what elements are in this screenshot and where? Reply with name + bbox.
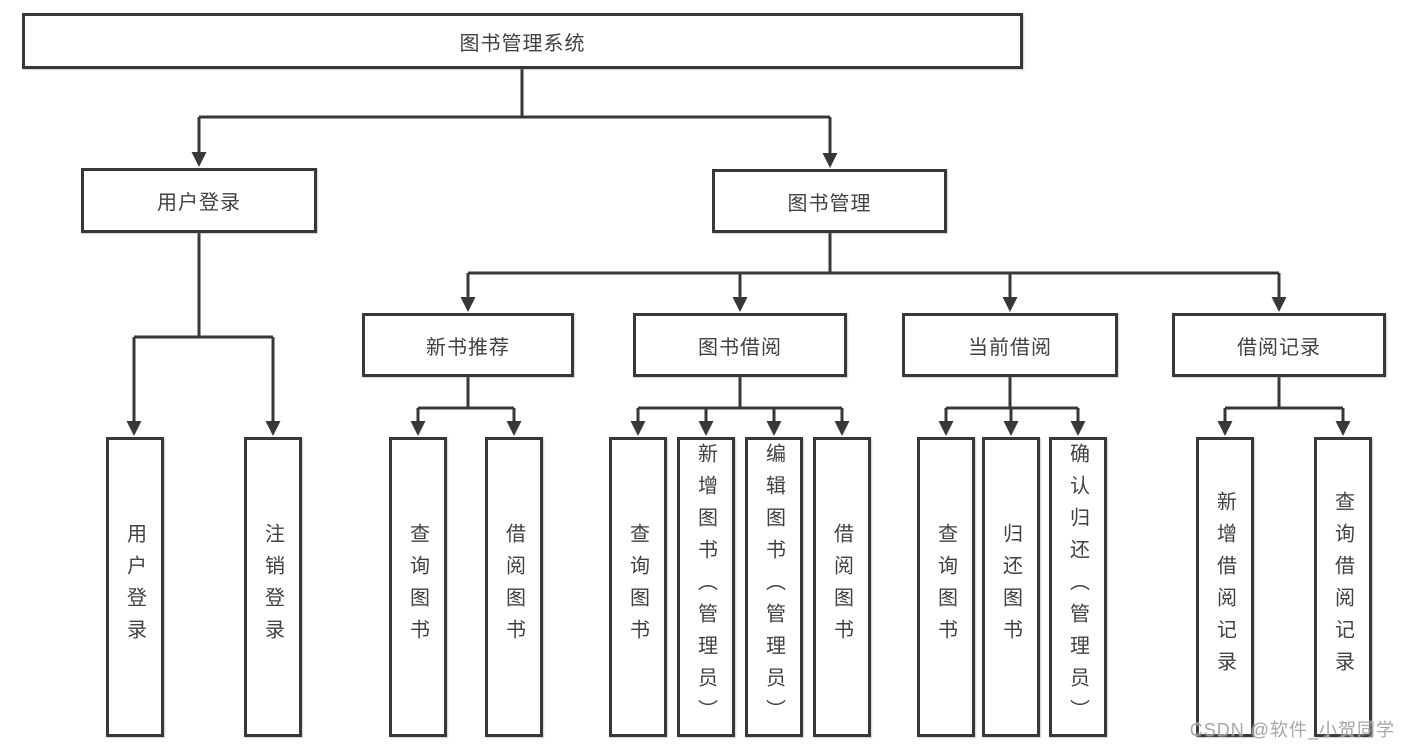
- connector-bookborrow-rail: [638, 377, 842, 410]
- leaf-current-return-books: 归还图书: [982, 437, 1040, 737]
- leaf-newbook-borrow-books: 借阅图书: [485, 437, 543, 737]
- node-current-borrowing: 当前借阅: [902, 313, 1118, 377]
- leaf-borrow-edit-books: 编辑图书（管理员）: [745, 437, 803, 737]
- node-root: 图书管理系统: [22, 13, 1023, 69]
- node-borrowing-records: 借阅记录: [1172, 313, 1386, 377]
- leaf-borrow-query-books: 查询图书: [609, 437, 667, 737]
- leaf-records-query-record: 查询借阅记录: [1314, 437, 1372, 737]
- connector-root-rail: [199, 69, 830, 119]
- connector-currentborrow-rail: [946, 377, 1078, 410]
- connector-bookmgmt-rail: [468, 233, 1279, 275]
- leaf-newbook-query-books: 查询图书: [389, 437, 447, 737]
- node-new-book-recommend: 新书推荐: [362, 313, 574, 377]
- node-book-borrowing: 图书借阅: [633, 313, 847, 377]
- csdn-watermark: CSDN @软件_小贺同学: [1189, 720, 1395, 740]
- leaf-logout: 注销登录: [244, 437, 302, 737]
- leaf-borrow-add-books: 新增图书（管理员）: [677, 437, 735, 737]
- node-book-management: 图书管理: [712, 169, 947, 233]
- leaf-borrow-borrow-books: 借阅图书: [813, 437, 871, 737]
- leaf-user-login: 用户登录: [106, 437, 164, 737]
- connector-borrowrecords-rail: [1225, 377, 1343, 410]
- leaf-records-add-record: 新增借阅记录: [1196, 437, 1254, 737]
- leaf-current-query-books: 查询图书: [917, 437, 975, 737]
- connector-newbook-rail: [418, 377, 514, 410]
- connector-userlogin-rail: [134, 233, 273, 339]
- leaf-current-confirm-return: 确认归还（管理员）: [1049, 437, 1107, 737]
- node-user-login: 用户登录: [81, 168, 317, 233]
